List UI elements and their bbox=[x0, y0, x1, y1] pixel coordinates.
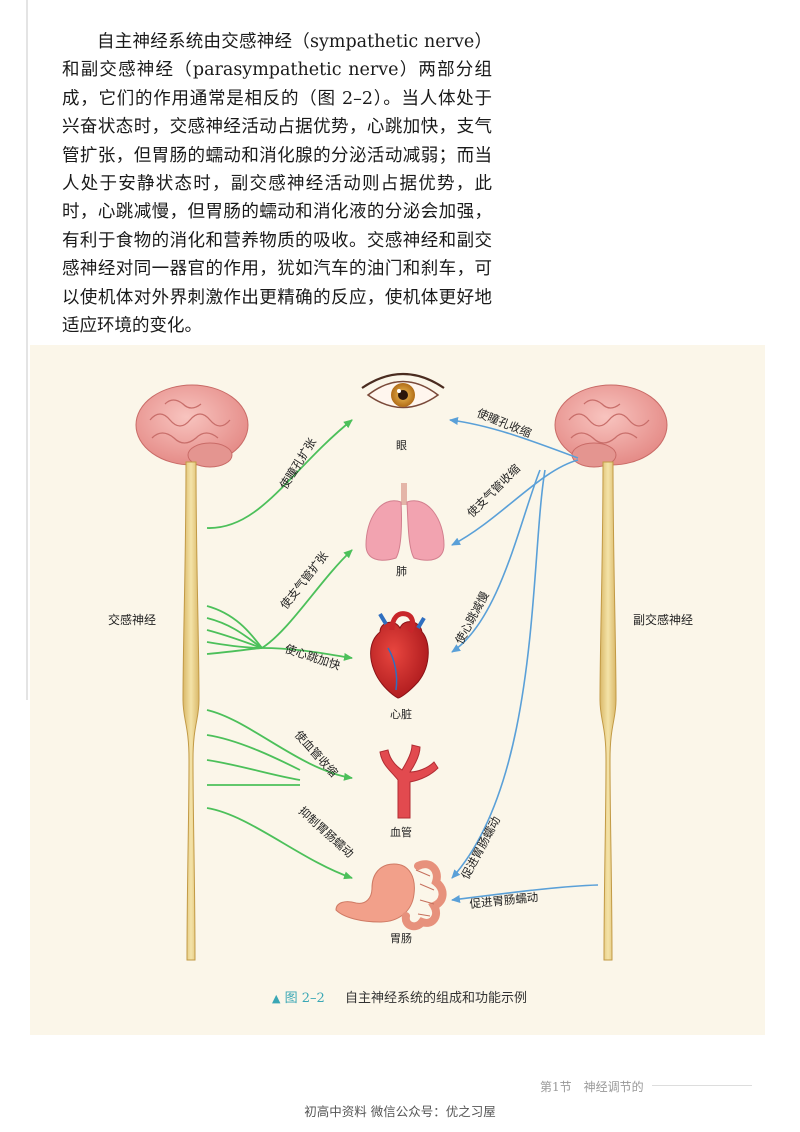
right-spinal-cord bbox=[600, 462, 616, 960]
right-brain-icon bbox=[555, 385, 667, 467]
left-brain-icon bbox=[136, 385, 248, 467]
footer-watermark: 初高中资料 微信公众号：优之习屋 bbox=[0, 1101, 800, 1120]
heart-label: 心脏 bbox=[390, 708, 412, 721]
caption-triangle-icon: ▲ bbox=[272, 992, 280, 1005]
lung-label: 肺 bbox=[396, 565, 407, 578]
lung-icon bbox=[366, 483, 444, 560]
effect-gut-inhibit: 抑制胃肠蠕动 bbox=[296, 804, 357, 861]
sympathetic-nerve-lines bbox=[207, 420, 352, 878]
effect-bronchi-dilate: 使支气管扩张 bbox=[277, 548, 331, 611]
footer-section-title: 第1节 神经调节的 bbox=[540, 1078, 644, 1095]
effect-vessel-constrict: 使血管收缩 bbox=[292, 728, 341, 780]
stomach-intestine-icon bbox=[336, 864, 443, 926]
effect-heart-slower: 使心跳减慢 bbox=[452, 589, 492, 647]
effect-pupil-dilate: 使瞳孔扩张 bbox=[277, 435, 320, 492]
effect-gut-promote-2: 促进胃肠蠕动 bbox=[469, 890, 539, 911]
gut-label: 胃肠 bbox=[390, 932, 412, 945]
caption-figure-number: 图 2–2 bbox=[285, 991, 325, 1006]
effect-pupil-constrict: 使瞳孔收缩 bbox=[475, 406, 534, 441]
parasympathetic-label: 副交感神经 bbox=[633, 612, 693, 627]
sympathetic-label: 交感神经 bbox=[108, 612, 156, 627]
vessel-label: 血管 bbox=[390, 825, 412, 839]
effect-heart-faster: 使心跳加快 bbox=[283, 642, 342, 673]
caption-text: 自主神经系统的组成和功能示例 bbox=[345, 991, 527, 1006]
figure-caption: ▲ 图 2–2 自主神经系统的组成和功能示例 bbox=[272, 987, 527, 1006]
effect-gut-promote-1: 促进胃肠蠕动 bbox=[458, 814, 503, 881]
heart-icon bbox=[371, 614, 429, 698]
blood-vessel-icon bbox=[380, 745, 438, 818]
parasympathetic-nerve-lines bbox=[450, 420, 598, 900]
effect-bronchi-constrict: 使支气管收缩 bbox=[464, 461, 523, 520]
left-spinal-cord bbox=[183, 462, 199, 960]
footer-rule bbox=[652, 1085, 752, 1086]
eye-label: 眼 bbox=[396, 439, 407, 452]
eye-icon bbox=[362, 374, 444, 408]
